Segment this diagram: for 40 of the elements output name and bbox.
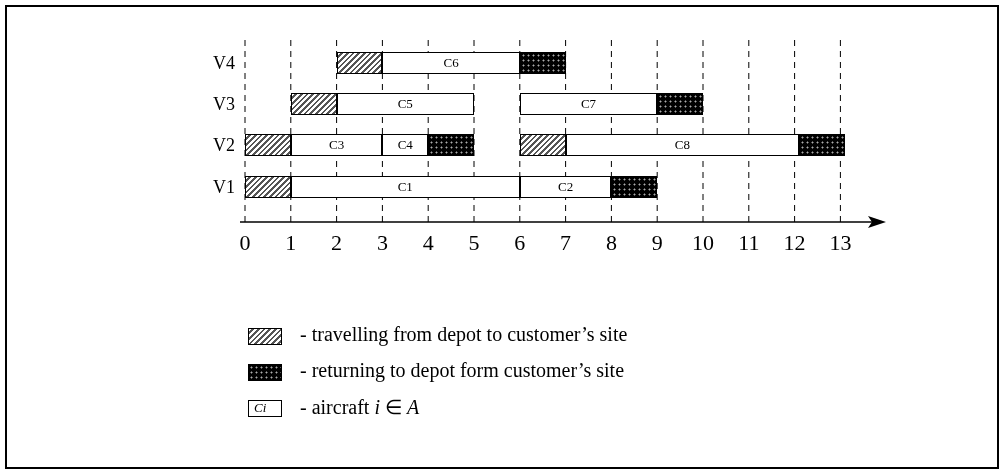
tick-label: 9 xyxy=(650,230,664,256)
dotted-bar xyxy=(611,176,658,198)
tick-label: 12 xyxy=(782,230,807,256)
tick-label: 11 xyxy=(737,230,761,256)
tick-label: 3 xyxy=(375,230,389,256)
legend-text: - travelling from depot to customer’s site xyxy=(300,323,628,346)
tick-label: 7 xyxy=(559,230,573,256)
tick-label: 13 xyxy=(828,230,853,256)
row-label: V2 xyxy=(213,135,235,156)
hatched-bar xyxy=(245,134,291,156)
task-bar: C3 xyxy=(290,134,383,156)
row-label: V4 xyxy=(213,53,235,74)
row-label: V1 xyxy=(213,177,235,198)
swatch-label: Ci xyxy=(254,400,267,416)
tick-label: 0 xyxy=(238,230,252,256)
tick-label: 6 xyxy=(513,230,527,256)
task-bar: C5 xyxy=(336,93,474,115)
dotted-bar xyxy=(519,52,566,74)
tick-label: 8 xyxy=(604,230,618,256)
task-bar: C1 xyxy=(290,176,520,198)
tick-label: 1 xyxy=(284,230,298,256)
task-bar: C2 xyxy=(519,176,612,198)
task-bar: C7 xyxy=(519,93,658,115)
tick-label: 5 xyxy=(467,230,481,256)
hatched-bar xyxy=(519,134,566,156)
legend-text: - returning to depot form customer’s site xyxy=(300,359,624,382)
tick-label: 2 xyxy=(330,230,344,256)
hatched-bar xyxy=(245,176,291,198)
task-bar: C8 xyxy=(565,134,800,156)
hatched-bar xyxy=(336,52,383,74)
hatched-bar xyxy=(290,93,337,115)
tick-label: 10 xyxy=(691,230,715,256)
dotted-bar xyxy=(657,93,703,115)
task-bar: C4 xyxy=(382,134,429,156)
dotted-bar xyxy=(428,134,474,156)
row-label: V3 xyxy=(213,94,235,115)
legend-text: - aircraft i ∈ A xyxy=(300,395,420,419)
task-bar: C6 xyxy=(382,52,520,74)
dotted-bar xyxy=(799,134,845,156)
tick-label: 4 xyxy=(421,230,435,256)
